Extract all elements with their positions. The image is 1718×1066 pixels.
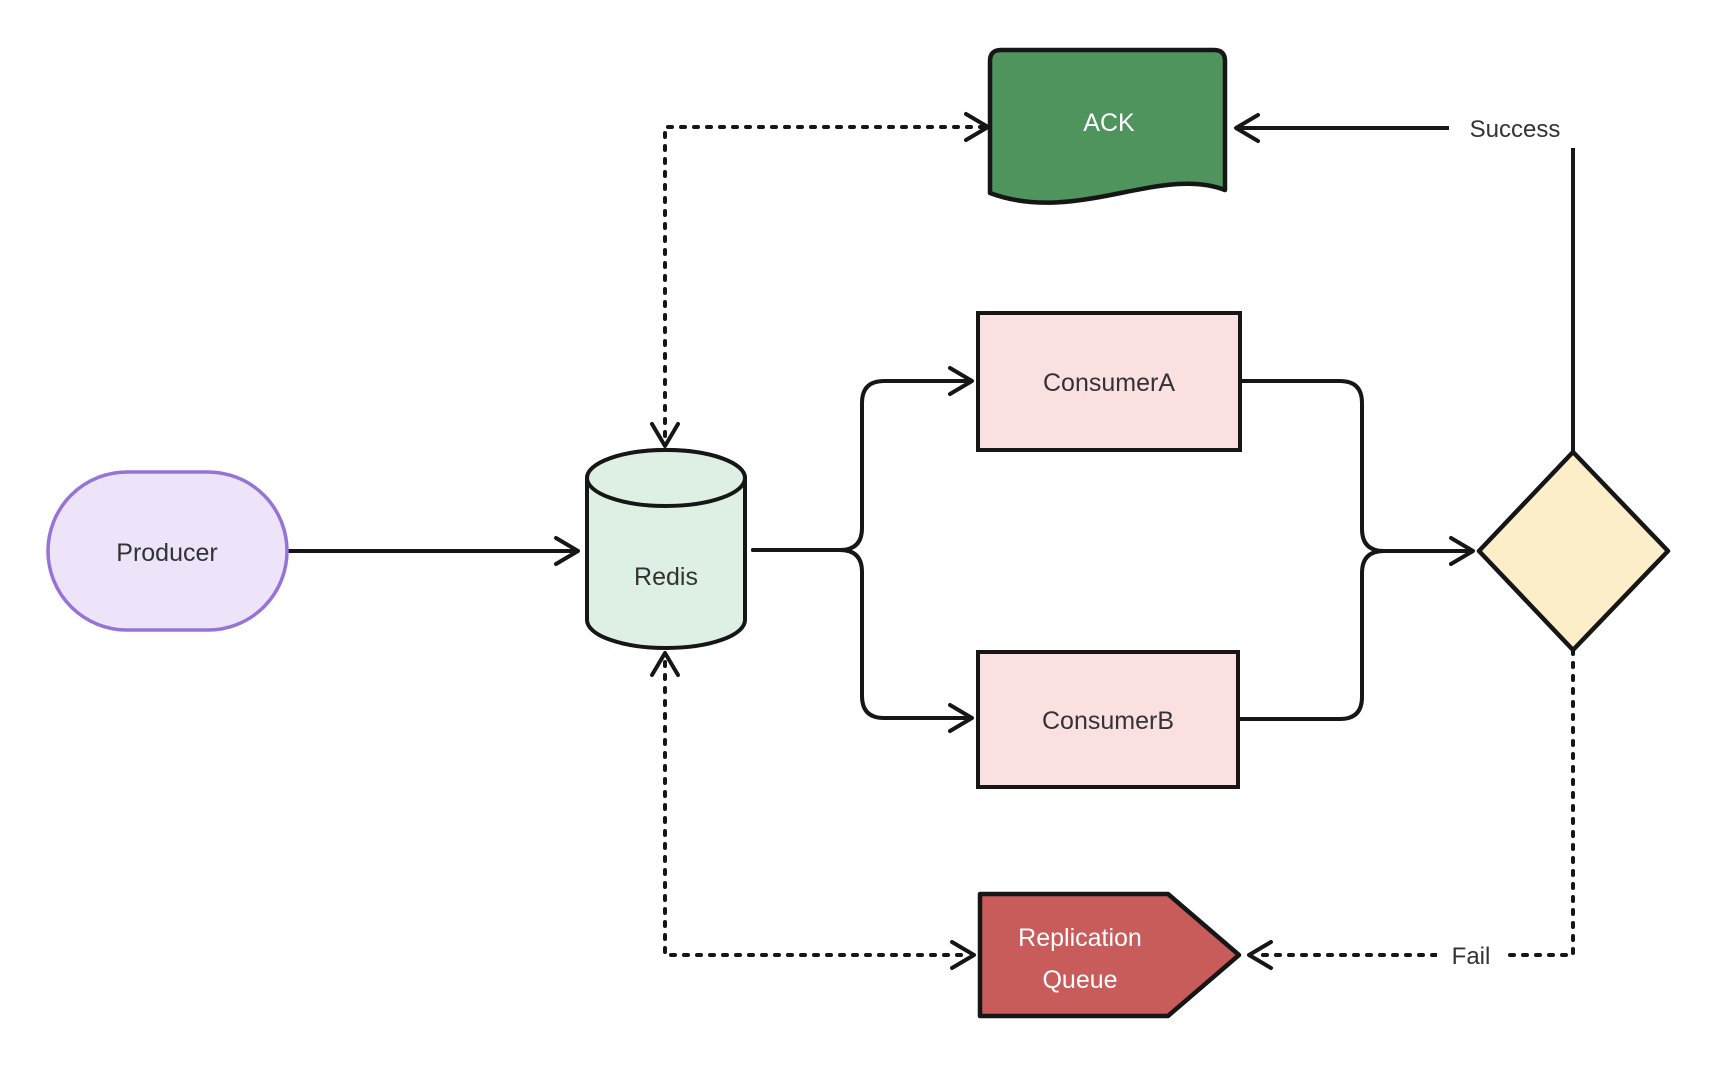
success-edge-label: Success	[1470, 116, 1561, 143]
redis-label: Redis	[634, 563, 698, 591]
ack-label: ACK	[1083, 109, 1135, 137]
edge-redis-consumer-b	[751, 548, 968, 720]
ack-node	[987, 47, 1228, 205]
edge-ack-redis-dotted	[663, 125, 986, 438]
redis-cylinder-top	[585, 448, 747, 508]
consumer-b-node	[976, 650, 1240, 789]
edge-decision-ack-success	[1240, 126, 1575, 454]
producer-node	[46, 470, 289, 632]
fail-edge-label: Fail	[1452, 943, 1491, 970]
success-label-background	[1449, 108, 1581, 148]
replication-queue-node	[977, 891, 1242, 1019]
producer-label: Producer	[116, 539, 217, 567]
dark-labels: Producer Redis ConsumerA ConsumerB Succe…	[116, 116, 1560, 970]
arrowhead-into-redis-top	[650, 422, 680, 448]
arrowhead-into-consumer-b	[948, 703, 974, 733]
edges	[285, 112, 1575, 970]
consumer-a-node	[976, 311, 1242, 452]
edge-consumer-a-decision	[1238, 379, 1469, 553]
arrowhead-into-decision	[1449, 536, 1475, 566]
arrowhead-into-ack-right	[1234, 113, 1260, 143]
fail-label-background	[1437, 936, 1505, 976]
arrowhead-into-redis-left	[554, 536, 580, 566]
edge-redis-replication-dotted	[663, 660, 968, 957]
replication-queue-label-line1: Replication	[1018, 924, 1142, 952]
replication-queue-label-line2: Queue	[1042, 966, 1117, 994]
nodes	[46, 47, 1671, 1019]
consumer-b-label: ConsumerB	[1042, 707, 1174, 735]
decision-diamond-node	[1476, 449, 1671, 653]
consumer-a-label: ConsumerA	[1043, 369, 1175, 397]
edge-decision-replication-fail	[1255, 648, 1575, 957]
arrowhead-into-consumer-a	[948, 366, 974, 396]
arrowhead-into-redis-bottom	[650, 651, 680, 677]
arrowhead-into-replication-left	[950, 940, 976, 970]
light-labels: ACK Replication Queue	[1018, 109, 1142, 994]
edge-redis-consumer-a	[751, 379, 968, 552]
arrowhead-into-replication-tip	[1247, 940, 1273, 970]
edge-consumer-b-decision	[1236, 549, 1386, 721]
